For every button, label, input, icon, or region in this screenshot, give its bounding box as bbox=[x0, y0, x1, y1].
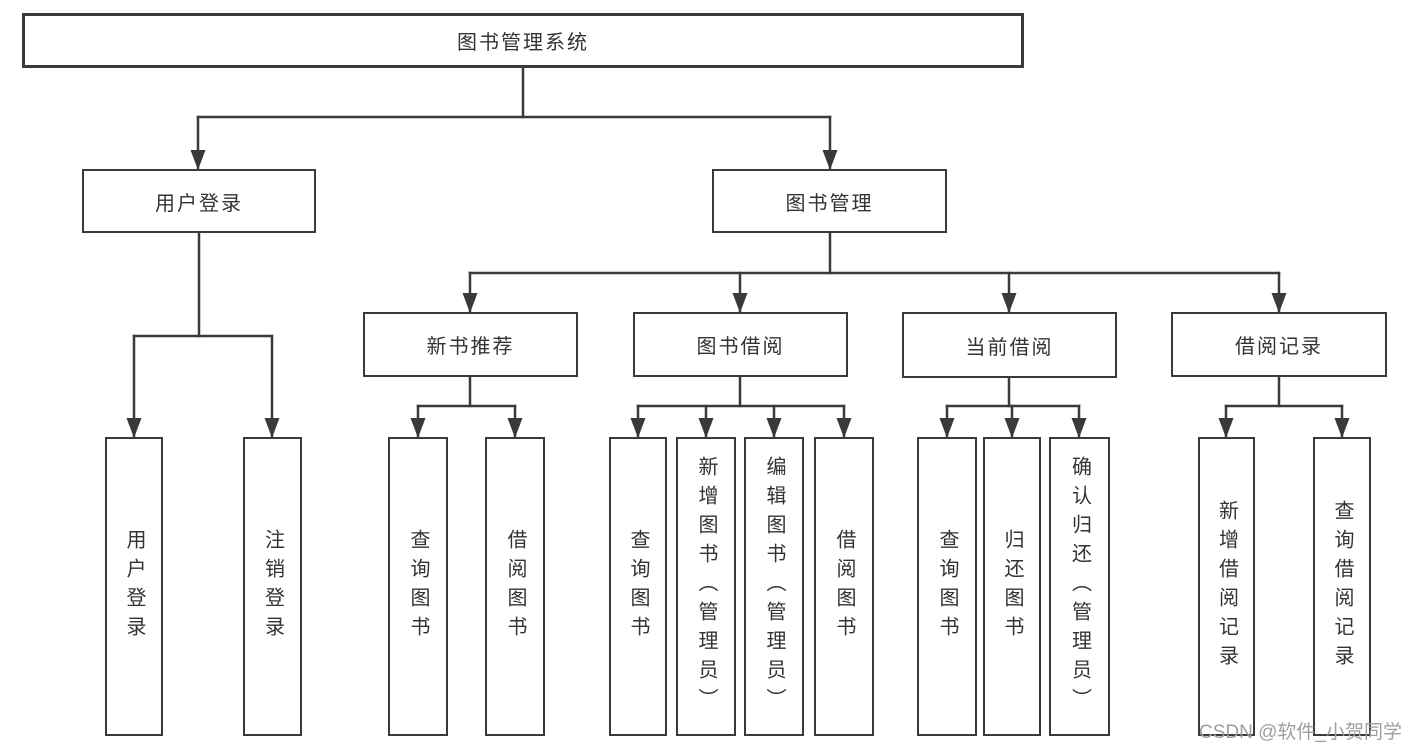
leaf-label: 查询图书 bbox=[936, 528, 958, 645]
node-user-login: 用户登录 bbox=[82, 169, 316, 233]
leaf-label: 新增借阅记录 bbox=[1215, 499, 1238, 674]
node-new-book-recommend: 新书推荐 bbox=[363, 312, 578, 377]
leaf-label: 查询借阅记录 bbox=[1331, 499, 1353, 674]
node-book-management: 图书管理 bbox=[712, 169, 947, 233]
leaf-borrow-books: 借阅图书 bbox=[814, 437, 874, 736]
leaf-label: 借阅图书 bbox=[504, 528, 526, 645]
leaf-query-books-recommend: 查询图书 bbox=[388, 437, 448, 736]
leaf-label: 查询图书 bbox=[407, 528, 429, 645]
leaf-logout: 注销登录 bbox=[243, 437, 302, 736]
leaf-label: 确认归还（管理员） bbox=[1068, 456, 1091, 717]
leaf-label: 注销登录 bbox=[261, 528, 284, 645]
leaf-confirm-return-admin: 确认归还（管理员） bbox=[1049, 437, 1110, 736]
leaf-label: 归还图书 bbox=[1001, 528, 1023, 645]
leaf-label: 编辑图书（管理员） bbox=[763, 456, 785, 717]
node-label: 借阅记录 bbox=[1235, 336, 1323, 358]
leaf-query-books-borrow: 查询图书 bbox=[609, 437, 667, 736]
node-label: 新书推荐 bbox=[426, 336, 515, 358]
leaf-label: 借阅图书 bbox=[833, 528, 855, 645]
node-label: 当前借阅 bbox=[965, 336, 1054, 359]
leaf-query-books-current: 查询图书 bbox=[917, 437, 977, 736]
node-label: 图书借阅 bbox=[696, 336, 785, 358]
node-book-borrow: 图书借阅 bbox=[633, 312, 848, 377]
node-borrow-records: 借阅记录 bbox=[1171, 312, 1387, 377]
node-library-system: 图书管理系统 bbox=[22, 13, 1024, 68]
leaf-add-borrow-record: 新增借阅记录 bbox=[1198, 437, 1255, 736]
connector-book-management bbox=[462, 231, 1287, 314]
node-label: 图书管理系统 bbox=[457, 32, 589, 54]
leaf-query-borrow-record: 查询借阅记录 bbox=[1313, 437, 1371, 736]
leaf-user-login: 用户登录 bbox=[105, 437, 163, 736]
leaf-edit-book-admin: 编辑图书（管理员） bbox=[744, 437, 804, 736]
connector-borrow-records bbox=[1218, 375, 1350, 439]
connector-book-borrow bbox=[630, 375, 852, 439]
node-current-borrow: 当前借阅 bbox=[902, 312, 1117, 378]
watermark-text: CSDN @软件_小贺同学 bbox=[1199, 722, 1402, 743]
leaf-add-book-admin: 新增图书（管理员） bbox=[676, 437, 736, 736]
leaf-label: 用户登录 bbox=[123, 528, 145, 645]
connector-new-book-recommend bbox=[410, 375, 523, 439]
node-label: 图书管理 bbox=[785, 192, 874, 215]
connector-user-login bbox=[126, 231, 280, 439]
leaf-label: 查询图书 bbox=[627, 528, 649, 645]
connector-root bbox=[190, 66, 838, 171]
leaf-return-books: 归还图书 bbox=[983, 437, 1041, 736]
connector-current-borrow bbox=[939, 375, 1087, 439]
leaf-label: 新增图书（管理员） bbox=[695, 456, 717, 717]
node-label: 用户登录 bbox=[155, 192, 243, 215]
leaf-borrow-books-recommend: 借阅图书 bbox=[485, 437, 545, 736]
